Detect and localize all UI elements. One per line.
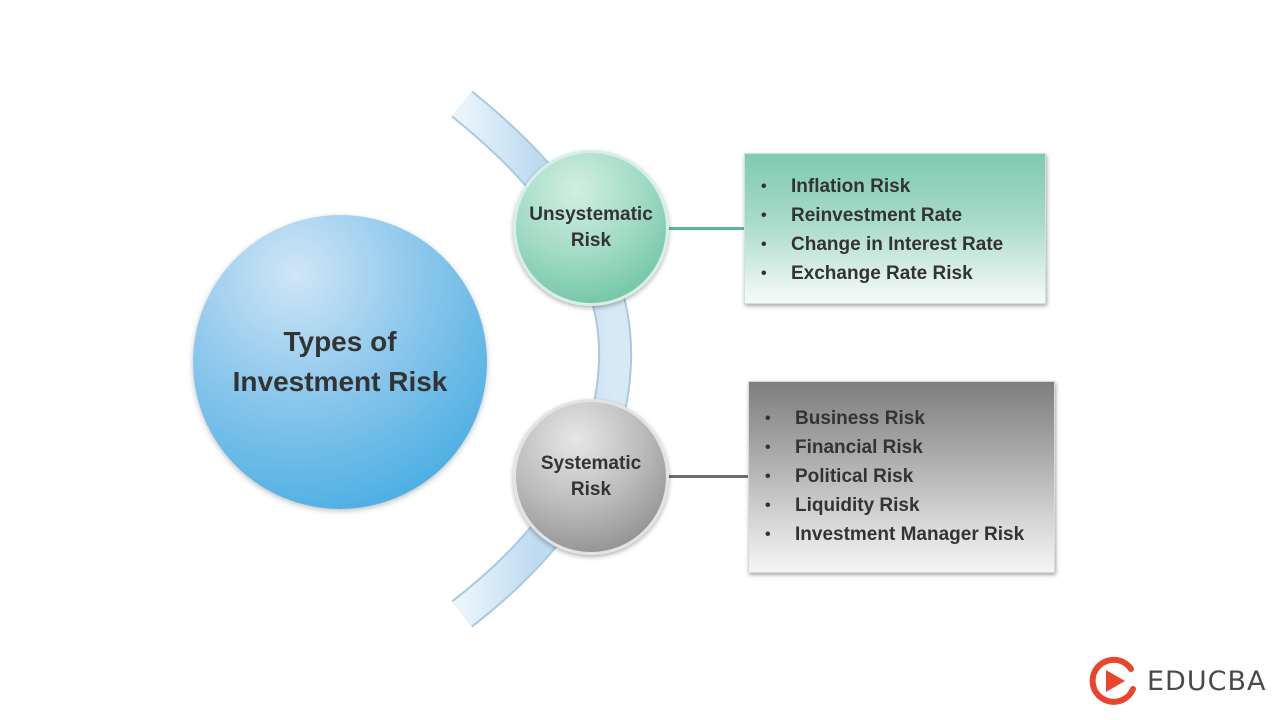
unsystematic-risk-list-box: Inflation Risk Reinvestment Rate Change …	[744, 153, 1046, 304]
list-item: Reinvestment Rate	[761, 201, 1045, 230]
systematic-risk-list-box: Business Risk Financial Risk Political R…	[748, 381, 1055, 573]
list-item: Investment Manager Risk	[765, 520, 1054, 549]
list-item: Financial Risk	[765, 433, 1054, 462]
systematic-risk-list: Business Risk Financial Risk Political R…	[765, 404, 1054, 549]
brand-name: EDUCBA	[1147, 665, 1267, 697]
main-topic-title-line2: Investment Risk	[232, 366, 448, 397]
list-item: Exchange Rate Risk	[761, 259, 1045, 288]
unsystematic-label-line2: Risk	[570, 230, 612, 251]
main-topic-circle: Types of Investment Risk	[193, 215, 487, 509]
systematic-label-line1: Systematic	[540, 453, 642, 474]
educba-logo-icon	[1089, 656, 1136, 705]
unsystematic-label-line1: Unsystematic	[529, 204, 653, 225]
list-item: Liquidity Risk	[765, 491, 1054, 520]
main-topic-title-line1: Types of	[283, 326, 397, 357]
list-item: Change in Interest Rate	[761, 230, 1045, 259]
educba-logo: EDUCBA	[1087, 655, 1266, 707]
systematic-risk-circle: Systematic Risk	[513, 399, 669, 555]
connector-systematic	[668, 475, 748, 478]
unsystematic-risk-list: Inflation Risk Reinvestment Rate Change …	[761, 172, 1045, 288]
list-item: Business Risk	[765, 404, 1054, 433]
list-item: Inflation Risk	[761, 172, 1045, 201]
unsystematic-risk-circle: Unsystematic Risk	[513, 150, 669, 306]
list-item: Political Risk	[765, 462, 1054, 491]
systematic-label-line2: Risk	[570, 479, 612, 500]
connector-unsystematic	[668, 227, 745, 230]
